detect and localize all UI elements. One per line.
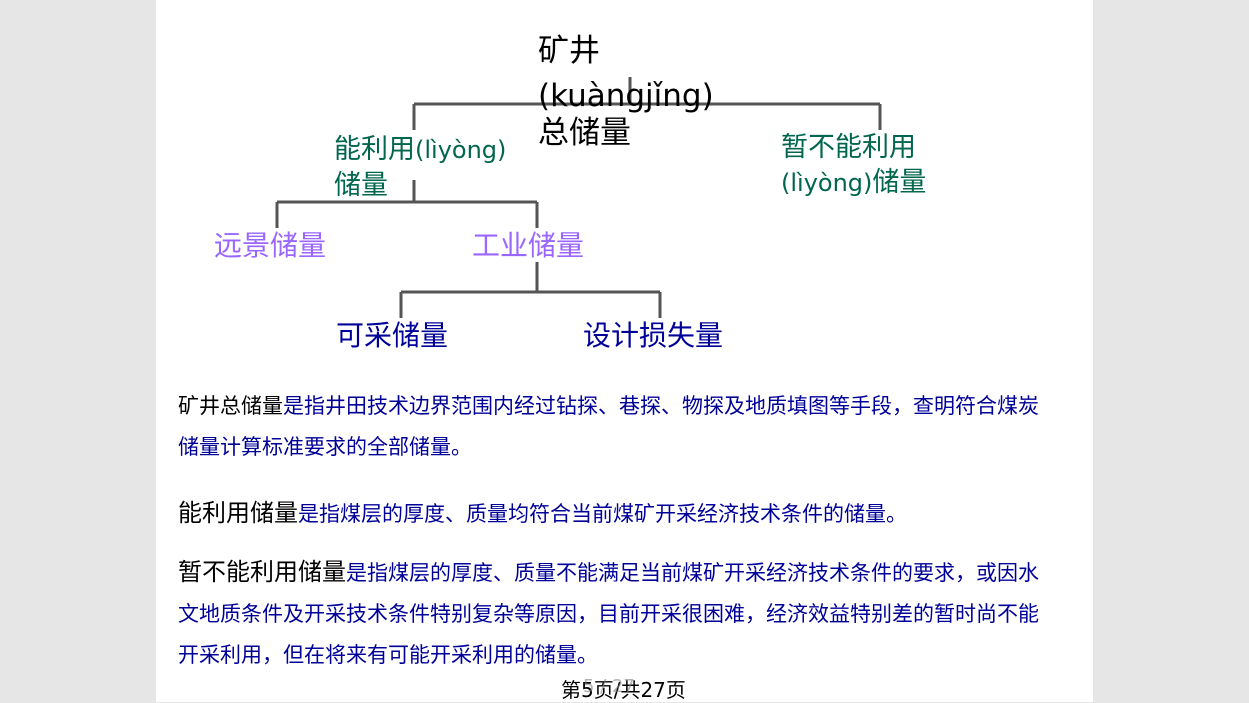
node-design-loss: 设计损失量 <box>583 319 724 352</box>
node-minable-reserves: 可采储量 <box>336 319 449 352</box>
usable-label: 能利用 <box>334 134 415 165</box>
node-total-reserves: 矿井 (kuàngjǐng) 总储量 <box>538 28 714 157</box>
unusable-label: 储量 <box>872 167 927 198</box>
paragraph-usable-reserves: 能利用储量是指煤层的厚度、质量均符合当前煤矿开采经济技术条件的储量。 <box>178 493 1058 535</box>
term-unusable-reserves: 暂不能利用储量 <box>178 558 346 586</box>
page-number-ghost: 5 / 27 <box>583 676 635 697</box>
definition-usable-reserves: 是指煤层的厚度、质量均符合当前煤矿开采经济技术条件的储量。 <box>298 502 907 526</box>
node-prospective-reserves: 远景储量 <box>214 229 327 262</box>
slide: 矿井 (kuàngjǐng) 总储量 能利用(lìyòng) 储量 暂不能利用 … <box>156 0 1093 702</box>
paragraph-unusable-reserves: 暂不能利用储量是指煤层的厚度、质量不能满足当前煤矿开采经济技术条件的要求，或因水… <box>178 552 1058 676</box>
unusable-pinyin: (lìyòng) <box>781 169 873 197</box>
definition-unusable-reserves: 是指煤层的厚度、质量不能满足当前煤矿开采经济技术条件的要求，或因水文地质条件及开… <box>178 561 1039 667</box>
node-unusable-reserves: 暂不能利用 (lìyòng)储量 <box>781 130 926 201</box>
term-usable-reserves: 能利用储量 <box>178 499 298 527</box>
usable-pinyin: (lìyòng) <box>415 136 507 164</box>
root-line3: 总储量 <box>538 115 631 151</box>
paragraph-total-reserves: 矿井总储量是指井田技术边界范围内经过钻探、巷探、物探及地质填图等手段，查明符合煤… <box>178 386 1058 468</box>
tree-connectors <box>275 77 882 318</box>
root-line1: 矿井 <box>538 33 600 69</box>
root-line2: (kuàngjǐng) <box>538 78 714 114</box>
definition-total-reserves: 是指井田技术边界范围内经过钻探、巷探、物探及地质填图等手段，查明符合煤炭储量计算… <box>178 394 1039 459</box>
page-number: 第5页/共27页 5 / 27 <box>561 674 686 703</box>
page-number-text: 第5页/共27页 <box>561 678 686 702</box>
node-usable-reserves: 能利用(lìyòng) 储量 <box>334 132 506 203</box>
usable-line2: 储量 <box>334 170 388 201</box>
unusable-line1: 暂不能利用 <box>781 132 916 163</box>
term-total-reserves: 矿井总储量 <box>178 394 283 418</box>
node-industrial-reserves: 工业储量 <box>472 229 585 262</box>
